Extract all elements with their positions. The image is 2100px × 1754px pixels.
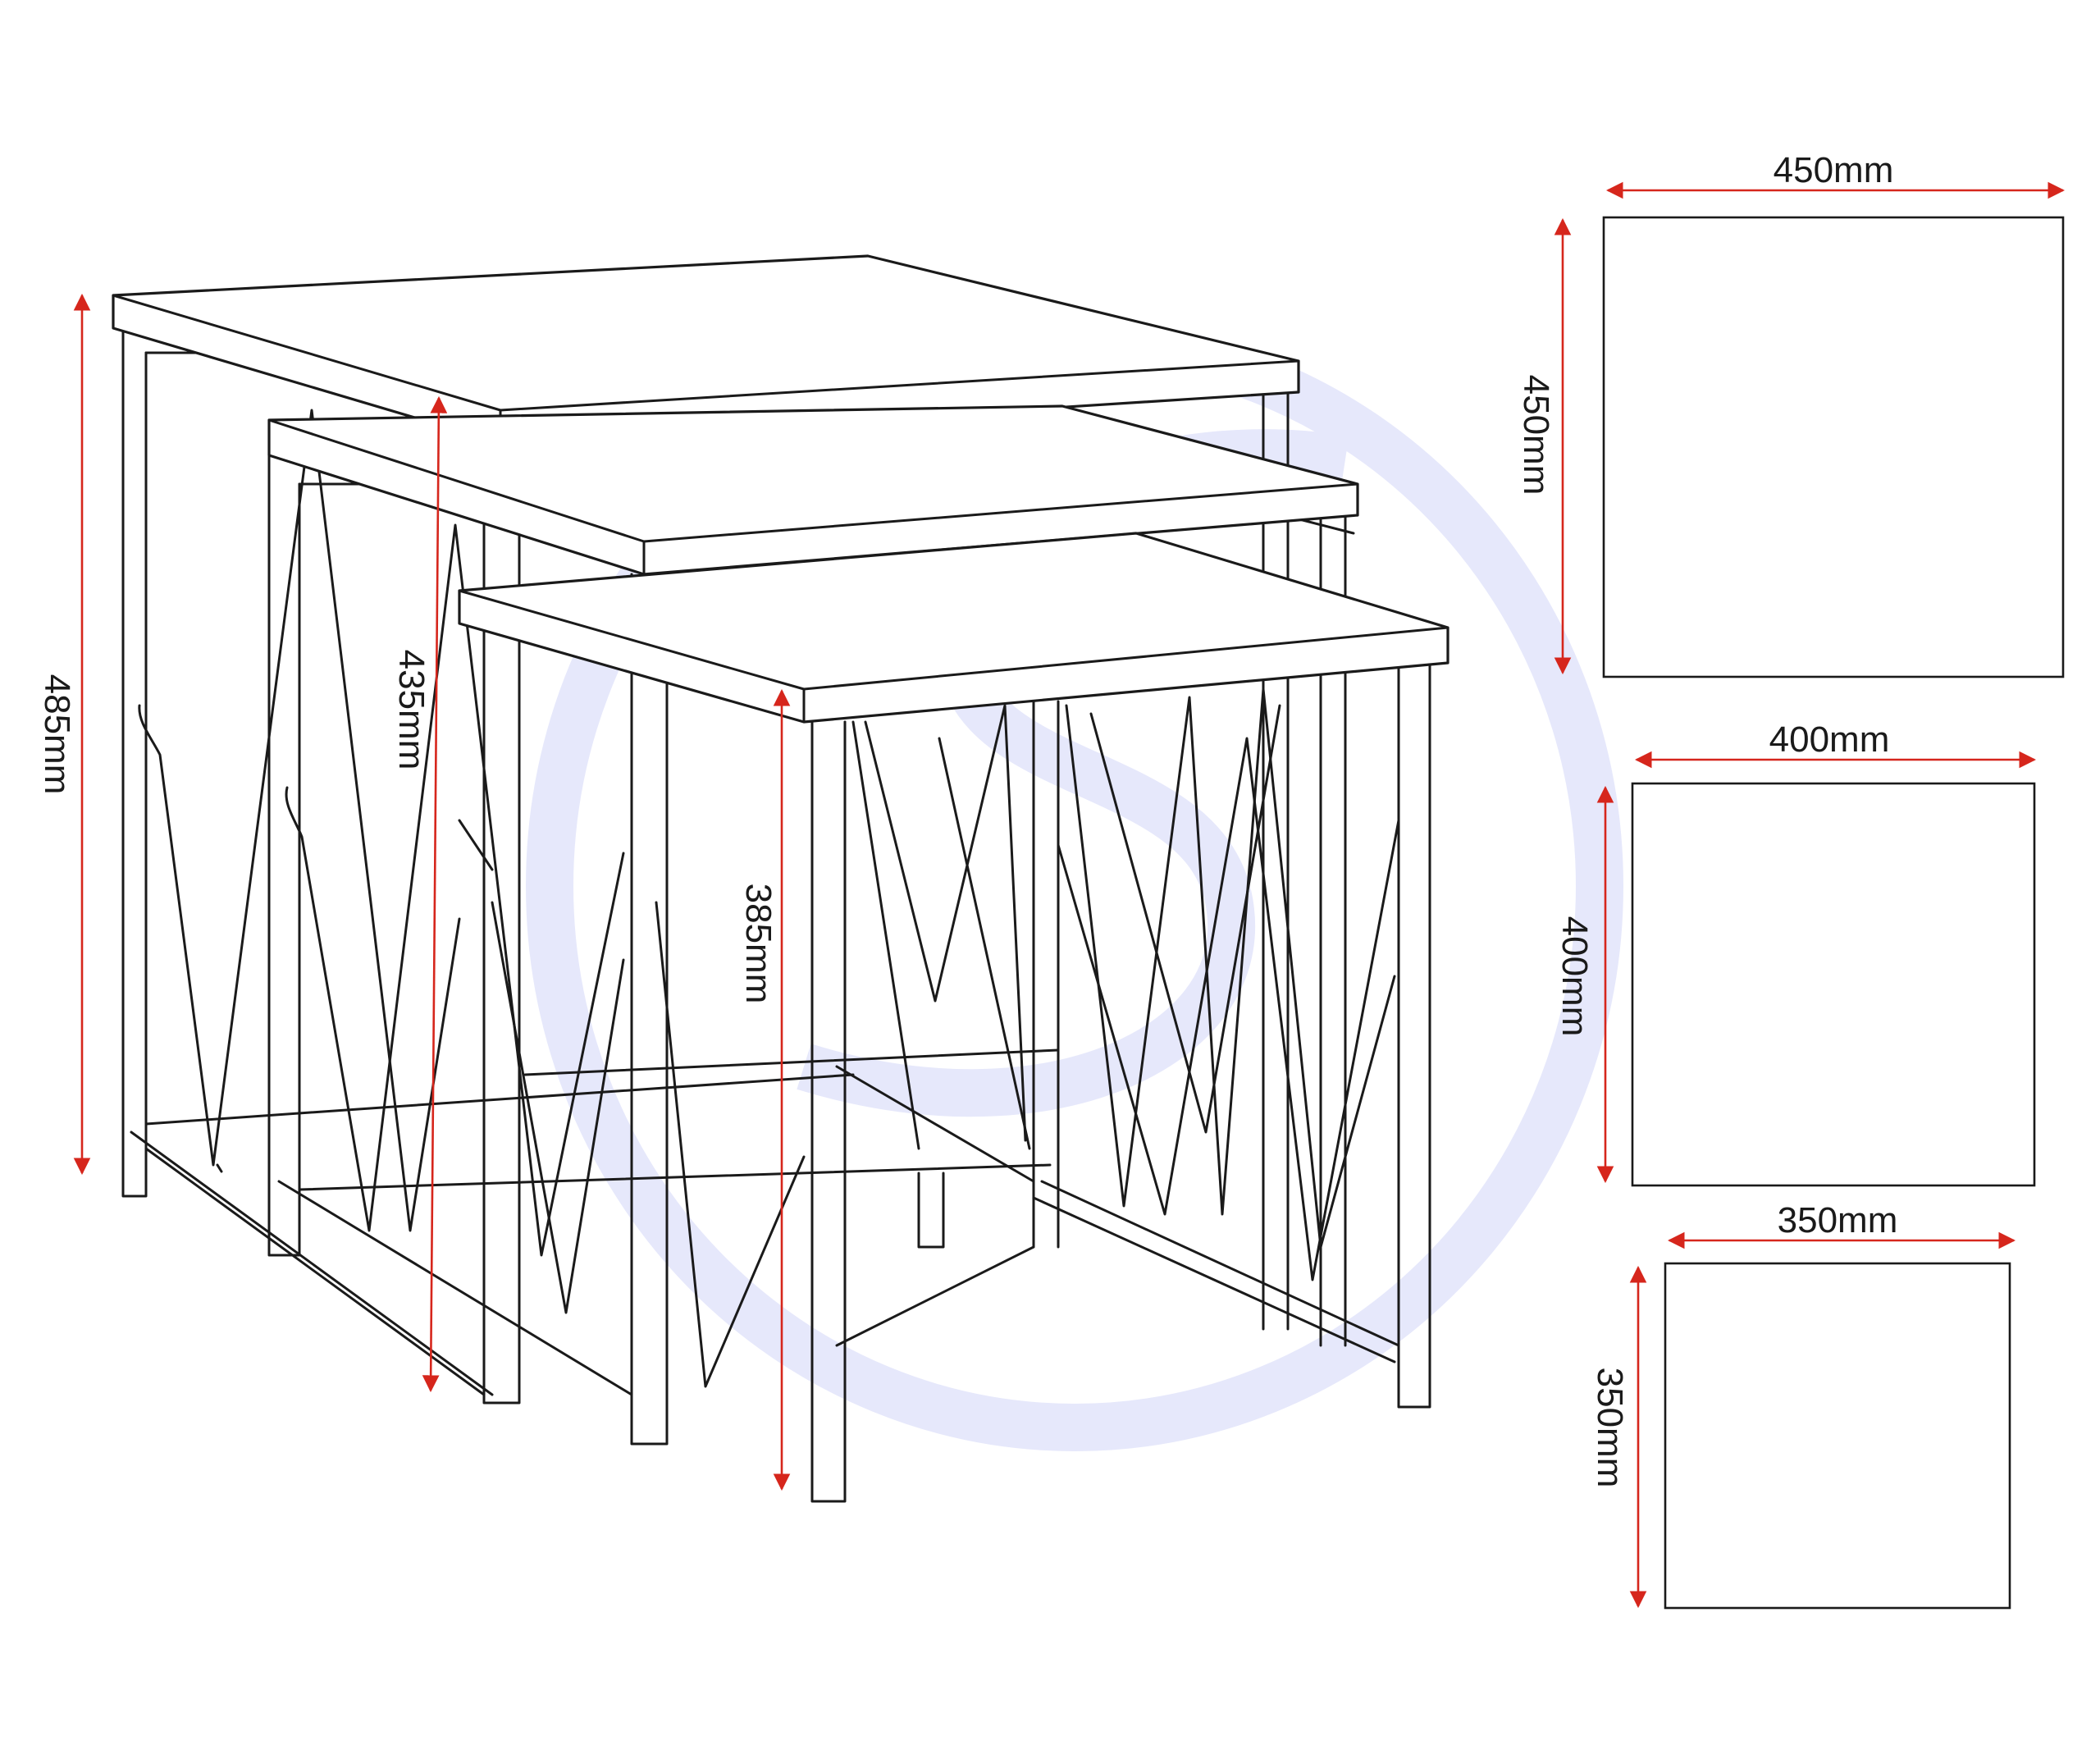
top-depth-label-large: 450mm	[1516, 375, 1556, 496]
top-view-large: 450mm 450mm	[1516, 150, 2066, 678]
top-view-small: 350mm 350mm	[1590, 1200, 2016, 1610]
medium-table-top	[267, 404, 1359, 576]
top-square-medium	[1631, 782, 2036, 1187]
top-depth-label-medium: 400mm	[1554, 916, 1595, 1037]
height-dimension-small: 385mm	[738, 688, 791, 1491]
top-square-small	[1664, 1262, 2011, 1610]
height-label-medium: 435mm	[391, 650, 431, 770]
top-width-label-large: 450mm	[1774, 150, 1894, 190]
large-table-top	[112, 254, 1300, 445]
top-square-large	[1602, 216, 2065, 678]
height-label-small: 385mm	[738, 884, 778, 1004]
small-table	[458, 532, 1449, 1503]
top-view-medium: 400mm 400mm	[1554, 719, 2037, 1187]
height-label-large: 485mm	[37, 674, 77, 795]
top-width-label-small: 350mm	[1778, 1200, 1898, 1240]
height-dimension-medium: 435mm	[391, 395, 448, 1393]
top-width-label-medium: 400mm	[1769, 719, 1890, 760]
small-table-top	[458, 532, 1449, 724]
height-dimension-large: 485mm	[37, 293, 91, 1176]
top-depth-label-small: 350mm	[1590, 1368, 1630, 1488]
